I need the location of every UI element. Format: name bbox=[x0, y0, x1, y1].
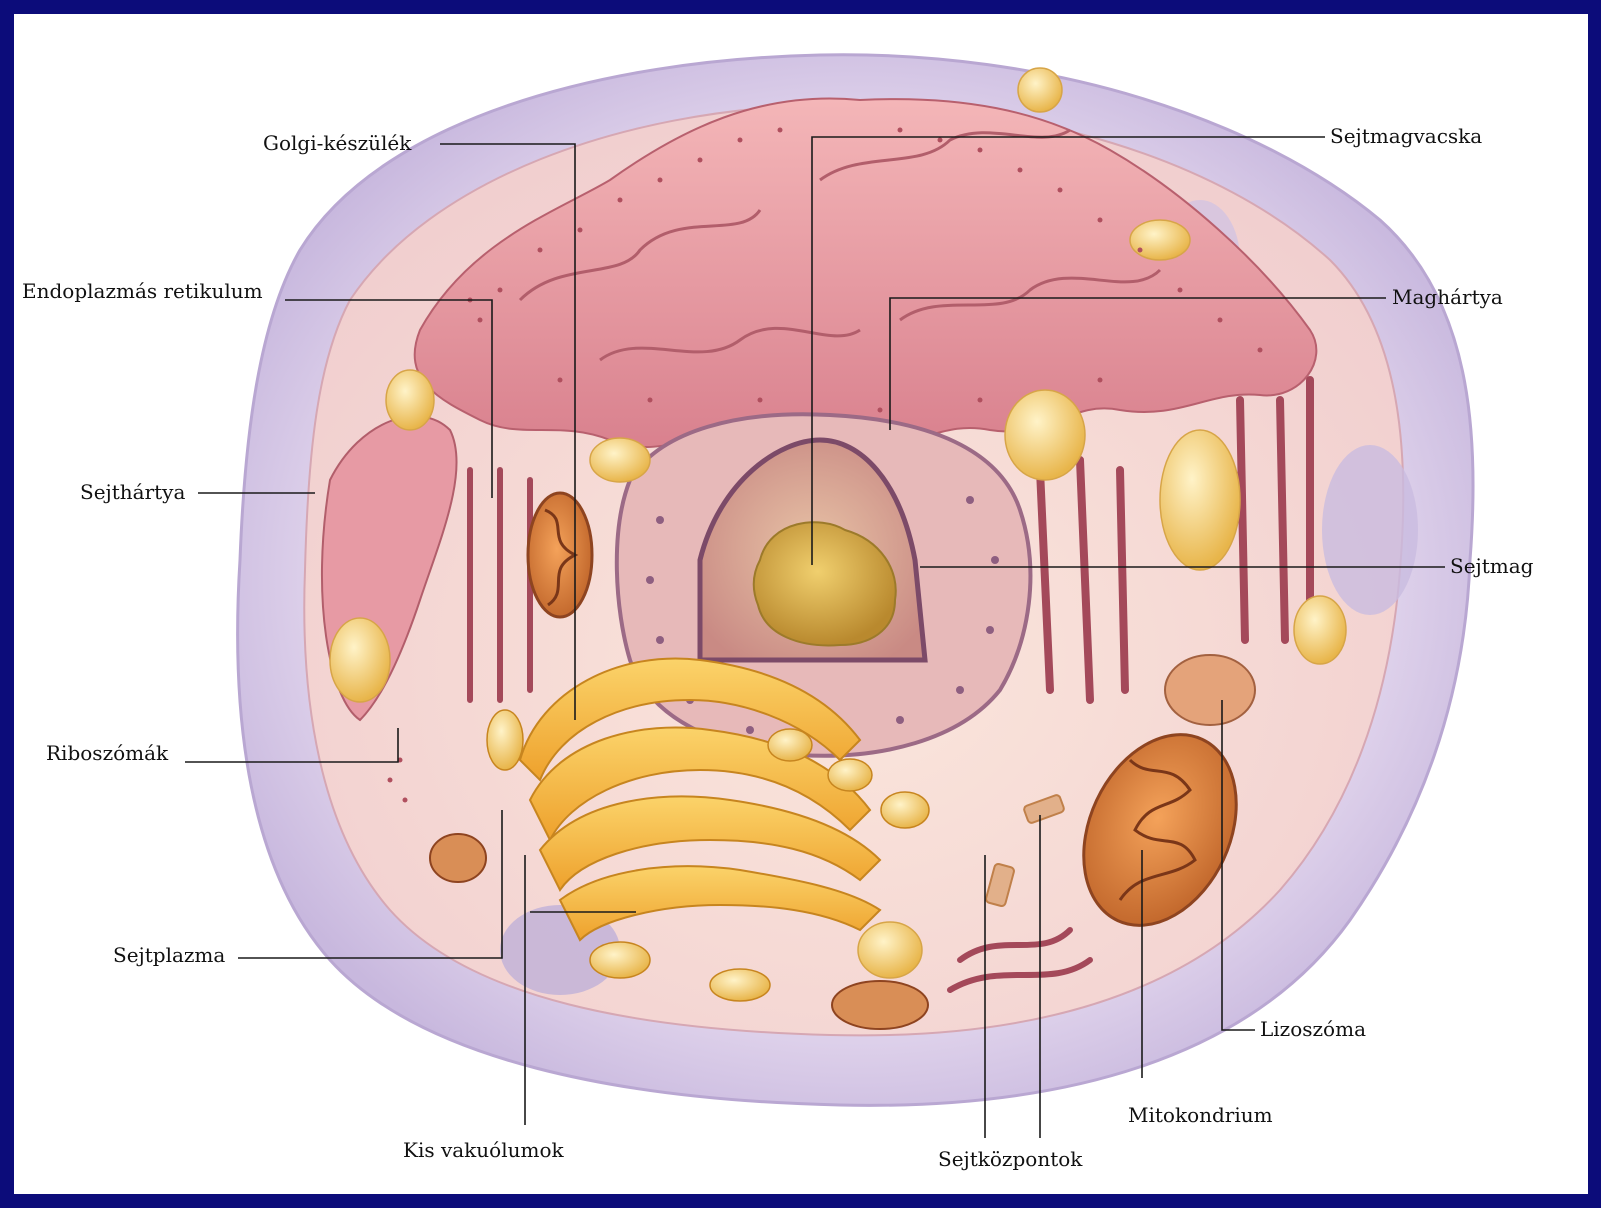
label-ribosomes: Riboszómák bbox=[46, 741, 169, 765]
membrane-lobe bbox=[1322, 445, 1418, 615]
label-nuclear-membrane: Maghártya bbox=[1392, 285, 1503, 309]
label-nucleolus: Sejtmagvacska bbox=[1330, 124, 1482, 148]
label-centrioles: Sejtközpontok bbox=[938, 1147, 1083, 1171]
mitochondrion-small bbox=[528, 493, 592, 617]
lysosome bbox=[1165, 655, 1255, 725]
label-er: Endoplazmás retikulum bbox=[22, 279, 263, 303]
label-lysosome: Lizoszóma bbox=[1260, 1017, 1366, 1041]
label-cytoplasm: Sejtplazma bbox=[113, 943, 225, 967]
organelle-brown bbox=[430, 834, 486, 882]
label-golgi: Golgi-készülék bbox=[263, 131, 412, 155]
organelle-brown bbox=[832, 981, 928, 1029]
label-cell-membrane: Sejthártya bbox=[80, 480, 185, 504]
label-vacuoles: Kis vakuólumok bbox=[403, 1138, 565, 1162]
label-nucleus: Sejtmag bbox=[1450, 554, 1534, 578]
label-mitochondrion: Mitokondrium bbox=[1128, 1103, 1273, 1127]
